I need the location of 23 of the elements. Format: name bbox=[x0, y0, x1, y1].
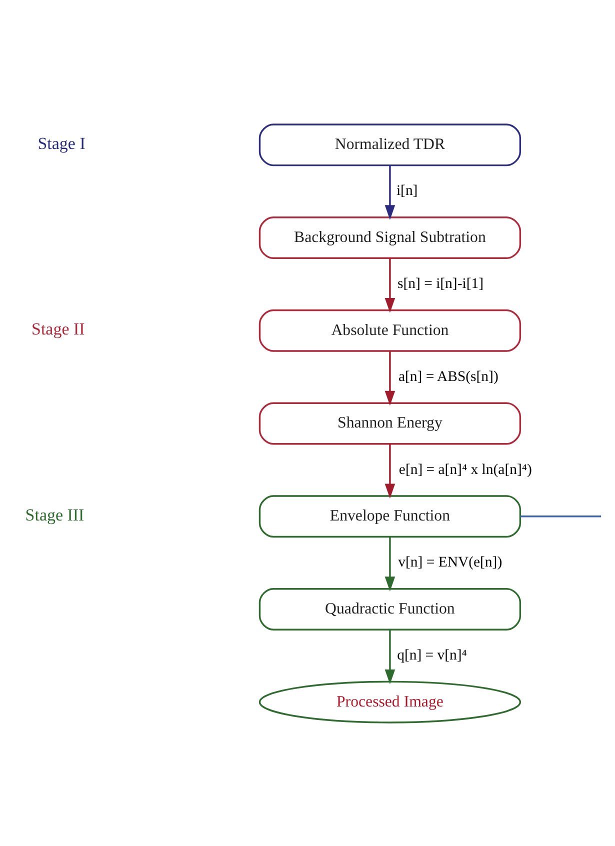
edge-label: e[n] = a[n]⁴ x ln(a[n]⁴) bbox=[398, 461, 532, 478]
arrow bbox=[384, 444, 396, 498]
node-ellipse: Processed Image bbox=[258, 680, 522, 723]
node-box: Shannon Energy bbox=[258, 402, 522, 444]
arrow bbox=[384, 350, 396, 406]
edge-label: s[n] = i[n]-i[1] bbox=[398, 276, 484, 292]
node-box: Envelope Function bbox=[258, 494, 522, 538]
edge-label: i[n] bbox=[396, 182, 418, 199]
node-box: Normalized TDR bbox=[258, 123, 522, 166]
arrow bbox=[384, 630, 396, 684]
arrow bbox=[384, 258, 396, 312]
node-box: Quadractic Function bbox=[258, 588, 522, 630]
label: Stage III bbox=[25, 504, 84, 524]
arrow bbox=[384, 165, 396, 220]
edge-label: q[n] = v[n]⁴ bbox=[397, 647, 467, 664]
connector bbox=[520, 515, 602, 517]
label: Stage I bbox=[38, 133, 86, 152]
node-box: Absolute Function bbox=[258, 308, 522, 352]
label: Stage II bbox=[32, 319, 85, 338]
edge-label: a[n] = ABS(s[n]) bbox=[398, 368, 498, 384]
edge-label: v[n] = ENV(e[n]) bbox=[398, 554, 502, 570]
arrow bbox=[384, 536, 396, 591]
node-box: Background Signal Subtration bbox=[258, 216, 522, 259]
